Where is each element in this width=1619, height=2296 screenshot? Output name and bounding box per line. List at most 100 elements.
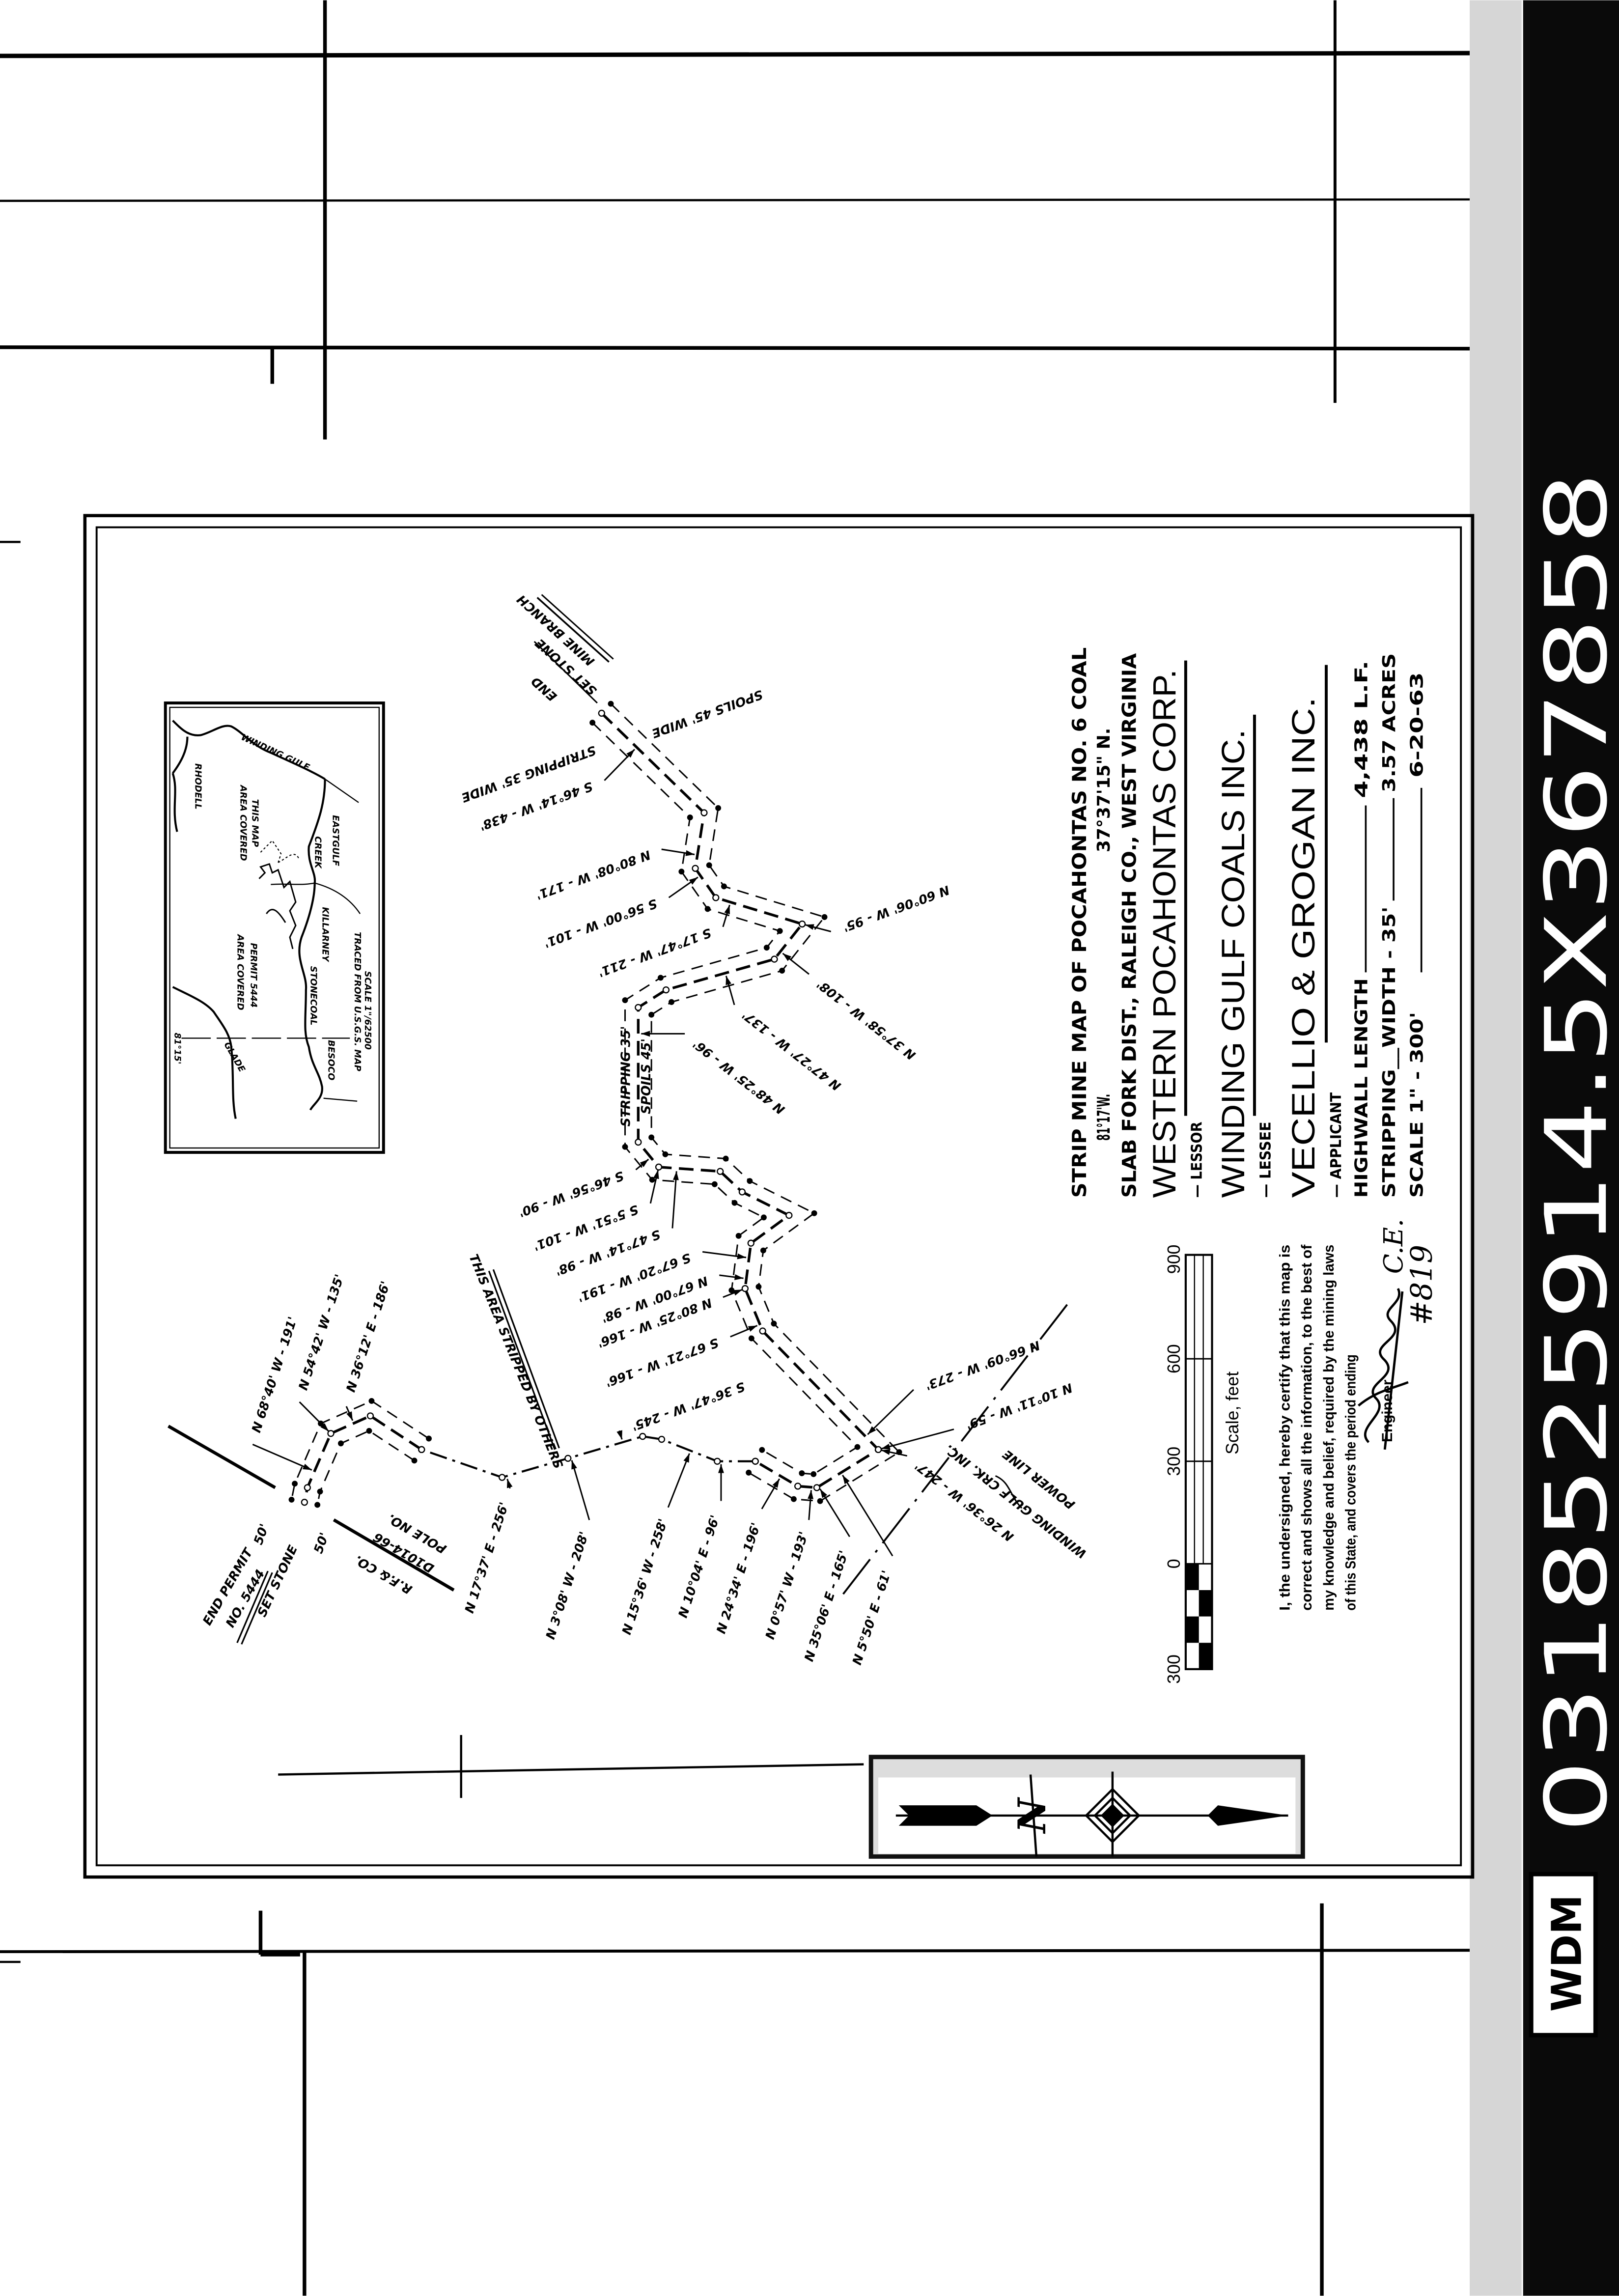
survey-station-marker	[759, 1447, 765, 1453]
survey-station-marker	[704, 906, 711, 912]
survey-station-marker	[799, 1470, 805, 1477]
survey-station-marker	[715, 805, 722, 811]
inset-map-label: KILLARNEY	[320, 907, 331, 962]
inset-map-label: AREA COVERED	[238, 784, 249, 861]
title-block: STRIP MINE MAP OF POCAHONTAS NO. 6 COAL …	[1069, 647, 1427, 1198]
survey-station-marker	[748, 1335, 754, 1342]
arrowhead-icon	[689, 877, 698, 885]
survey-station-marker	[755, 1284, 762, 1290]
arrowhead-icon	[724, 905, 730, 915]
survey-station-marker	[813, 1484, 821, 1491]
leader-arrow-line	[881, 1428, 954, 1450]
arrowhead-icon	[734, 1274, 744, 1280]
survey-station-marker	[301, 1499, 308, 1506]
survey-station-marker	[622, 997, 628, 1004]
arrowhead-icon	[641, 1031, 650, 1037]
inset-map-label: THIS MAP	[250, 799, 260, 847]
survey-station-marker	[648, 1134, 655, 1141]
survey-station-marker	[714, 1457, 721, 1465]
inset-map-label: TRACED FROM U.S.G.S. MAP	[352, 932, 363, 1071]
survey-station-marker	[798, 920, 806, 928]
survey-station-marker	[338, 1440, 344, 1447]
survey-station-marker	[678, 868, 685, 875]
arrowhead-icon	[726, 976, 731, 985]
survey-station-marker	[662, 986, 670, 994]
map-annotation: STRIPPING 35'	[618, 1026, 633, 1127]
survey-station-marker	[499, 1474, 506, 1481]
survey-station-marker	[669, 999, 674, 1005]
arrowhead-icon	[733, 1289, 743, 1296]
longitude: 81°17'W.	[1094, 1094, 1114, 1141]
applicant-label: — APPLICANT	[1328, 1092, 1345, 1198]
survey-station-marker	[760, 1247, 766, 1254]
scale-caption: Scale, feet	[1223, 1372, 1242, 1455]
arrowhead-icon	[737, 1253, 747, 1260]
survey-station-marker	[648, 1011, 655, 1018]
survey-station-marker	[366, 1412, 374, 1420]
arrowhead-icon	[748, 1325, 757, 1332]
inset-map-label: CREEK	[313, 836, 323, 868]
survey-station-marker	[712, 894, 720, 901]
arrowhead-icon	[805, 924, 814, 930]
survey-station-marker	[687, 814, 693, 821]
scale-tick-300-left: 300	[1164, 1654, 1184, 1684]
survey-station-marker	[317, 1488, 323, 1495]
survey-station-marker	[779, 968, 785, 974]
survey-station-marker	[760, 1214, 767, 1221]
inset-map-label: PERMIT 5444	[249, 943, 259, 1008]
lessee-name: WINDING GULF COALS INC.	[1215, 729, 1251, 1198]
scale-checker-cell	[1185, 1616, 1199, 1643]
arrowhead-icon	[718, 1464, 724, 1473]
latitude: 37°37'15" N.	[1094, 728, 1114, 852]
survey-station-marker	[810, 1471, 817, 1477]
arrowhead-icon	[673, 1171, 679, 1180]
survey-station-marker	[817, 1498, 823, 1504]
arrowhead-icon	[772, 1479, 780, 1488]
survey-station-marker	[821, 914, 828, 920]
survey-station-marker	[771, 955, 778, 963]
arrowhead-icon	[842, 1475, 850, 1484]
engineer-label: Engineer	[1379, 1379, 1396, 1442]
certification-line-1: I, the undersigned, hereby certify that …	[1277, 1245, 1293, 1611]
north-arrow: N	[868, 1755, 1305, 1859]
survey-station-marker	[746, 1469, 752, 1476]
survey-station-marker	[649, 1176, 655, 1183]
lessor-name: WESTERN POCAHONTAS CORP.	[1146, 670, 1182, 1198]
leader-arrow-line	[842, 1475, 893, 1557]
survey-station-marker	[785, 1211, 793, 1219]
inset-map-label: EASTGULF	[330, 815, 340, 866]
survey-station-marker	[763, 945, 770, 951]
survey-station-marker	[747, 1178, 753, 1184]
scale-label: SCALE 1" - 300'	[1407, 1012, 1427, 1198]
leader-arrow-line	[571, 1460, 590, 1520]
power-line	[841, 1304, 1068, 1597]
engineer-certification: I, the undersigned, hereby certify that …	[1277, 1219, 1439, 1611]
inset-map-label: BESOCO	[326, 1040, 336, 1080]
stripped-by-others-line	[488, 1270, 556, 1450]
survey-station-marker	[874, 1446, 882, 1454]
survey-station-marker	[662, 1151, 669, 1157]
survey-station-marker	[304, 1484, 311, 1491]
survey-station-marker	[366, 1428, 372, 1434]
survey-station-marker	[752, 1457, 759, 1465]
survey-station-marker	[706, 862, 712, 868]
inset-map-label: AREA COVERED	[235, 933, 246, 1010]
engineer-signature	[1358, 1288, 1409, 1450]
survey-station-marker	[771, 1320, 777, 1327]
survey-station-marker	[288, 1496, 295, 1503]
arrowhead-icon	[303, 1463, 312, 1470]
survey-station-marker	[731, 1200, 738, 1206]
film-frame-number: 0318525914.5X367858	[1527, 472, 1619, 1833]
applicant-name: VECELLIO & GROGAN INC.	[1285, 697, 1321, 1198]
arrowhead-icon	[808, 1490, 814, 1499]
highwall-value: 4,438 L.F.	[1351, 661, 1371, 798]
survey-station-marker	[700, 809, 708, 816]
certification-line-3: my knowledge and belief, required by the…	[1321, 1245, 1337, 1611]
stripping-label: STRIPPING__WIDTH - 35'	[1379, 906, 1399, 1198]
end-boundary-line	[533, 641, 598, 704]
arrowhead-icon	[320, 1423, 329, 1431]
film-strip: 0318525914.5X367858 WDM	[1521, 0, 1619, 2296]
scale-tick-900: 900	[1164, 1245, 1184, 1274]
